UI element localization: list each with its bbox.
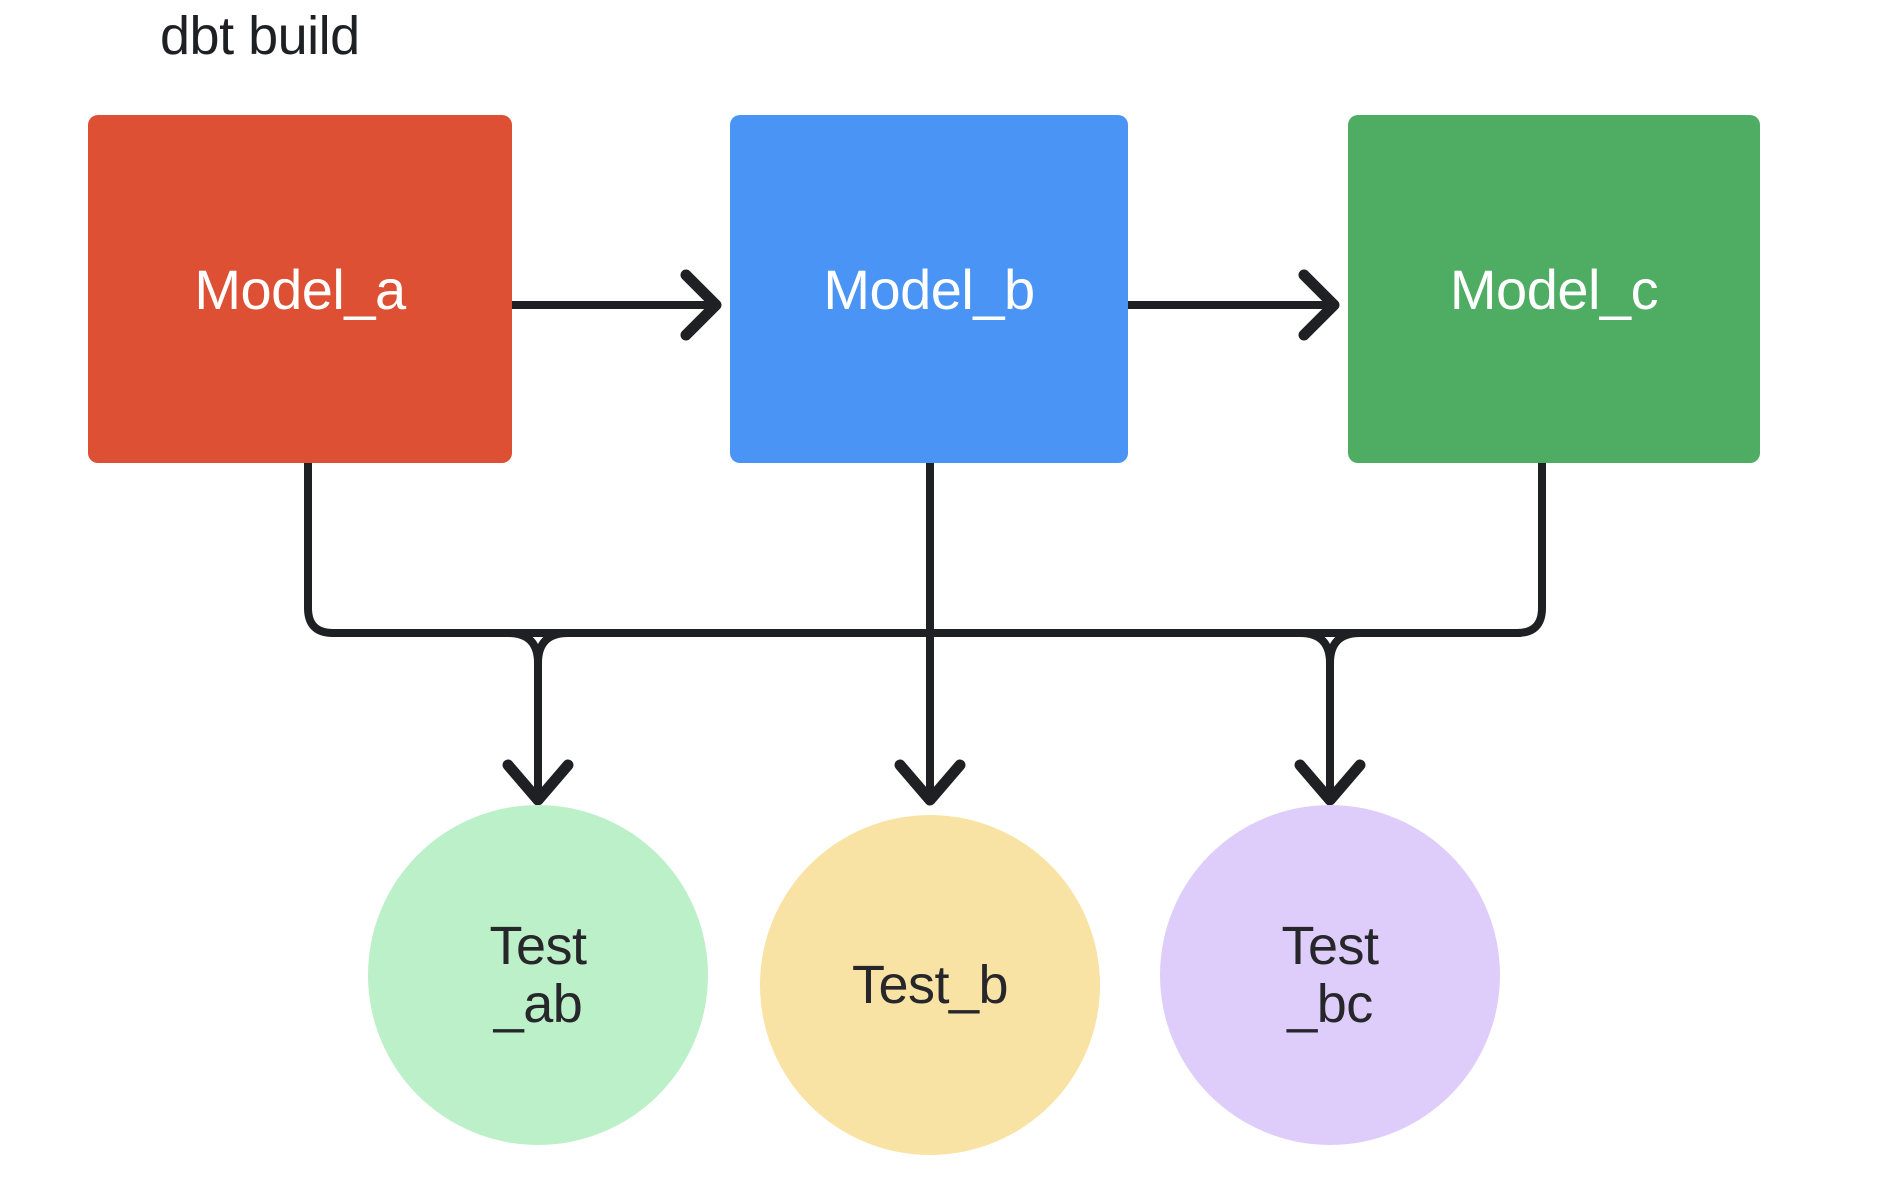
arrowhead-chevron	[894, 759, 966, 806]
edge-model-b-to-test-b	[894, 459, 966, 806]
node-test-bc-label-line1: Test	[1281, 915, 1379, 976]
edge-bus-to-test-ab	[502, 629, 574, 806]
edge-model-c-to-bus	[1356, 459, 1546, 637]
node-model-b[interactable]: Model_b	[730, 115, 1128, 463]
edge-model-b-to-model-c	[1124, 269, 1340, 341]
node-test-b[interactable]: Test_b	[760, 815, 1100, 1155]
node-test-b-label-line1: Test_b	[851, 954, 1009, 1015]
edge-model-a-to-bus	[304, 459, 524, 637]
node-model-c[interactable]: Model_c	[1348, 115, 1760, 463]
node-model-b-label: Model_b	[823, 257, 1035, 321]
node-test-bc-label-line2: _bc	[1287, 974, 1373, 1034]
arrowhead-chevron	[502, 759, 574, 806]
diagram-title: dbt build	[160, 6, 360, 66]
node-model-a-label: Model_a	[194, 257, 406, 321]
edge-model-a-to-model-b	[508, 269, 722, 341]
node-test-ab-label-line1: Test	[489, 915, 587, 976]
node-model-a[interactable]: Model_a	[88, 115, 512, 463]
edge-bus-to-test-bc	[1294, 629, 1366, 806]
node-test-bc[interactable]: Test _bc	[1160, 805, 1500, 1145]
node-test-ab[interactable]: Test _ab	[368, 805, 708, 1145]
node-test-ab-label-line2: _ab	[493, 974, 583, 1034]
node-model-c-label: Model_c	[1449, 257, 1659, 321]
arrowhead-chevron	[680, 269, 722, 341]
arrowhead-chevron	[1294, 759, 1366, 806]
arrowhead-chevron	[1298, 269, 1340, 341]
